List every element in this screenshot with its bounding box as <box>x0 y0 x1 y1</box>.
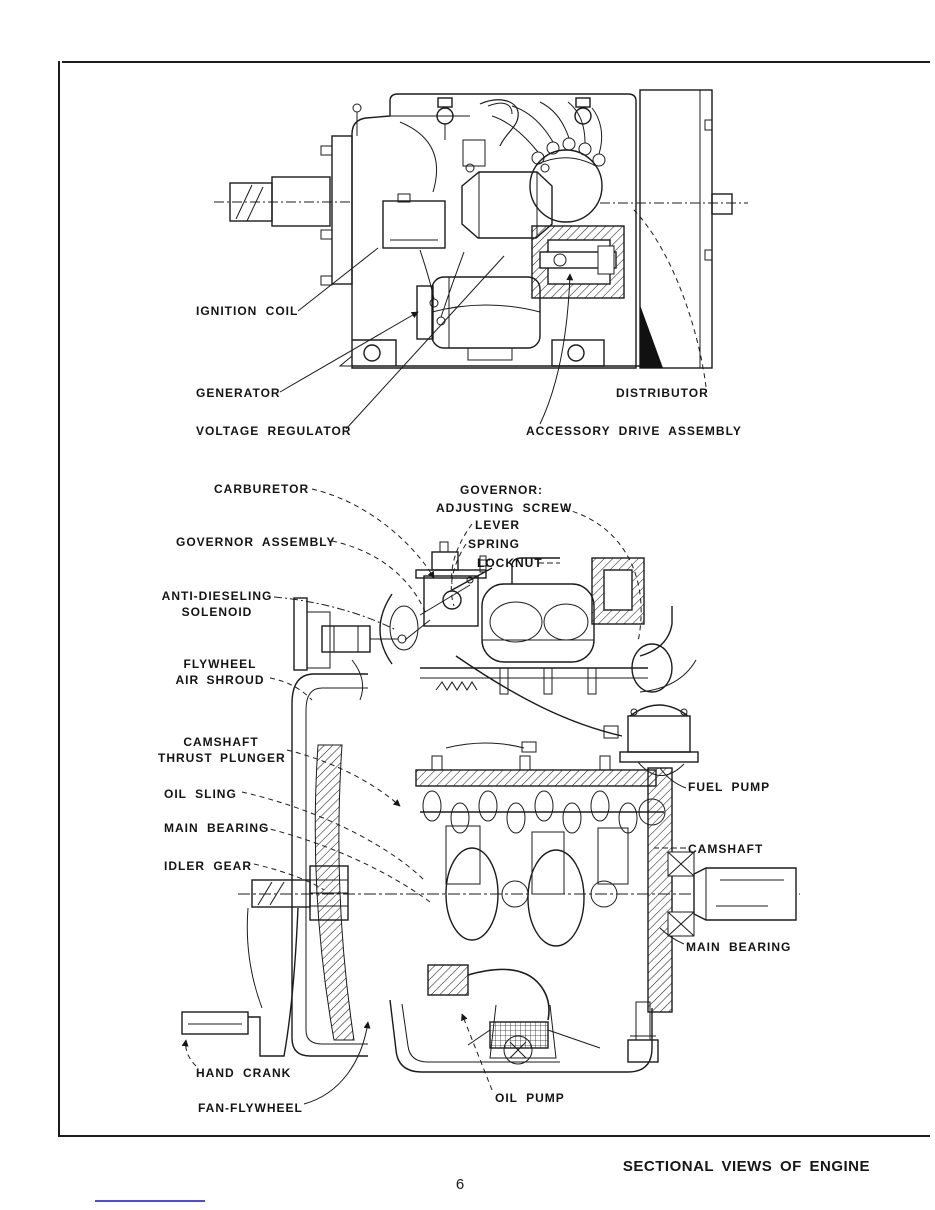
label-governor-heading: GOVERNOR: <box>460 483 544 497</box>
label-oil-pump: OIL PUMP <box>495 1091 565 1105</box>
label-anti-dieseling-line1: ANTI-DIESELING <box>161 589 273 603</box>
page-border-top <box>62 61 930 63</box>
label-anti-dieseling-solenoid: ANTI-DIESELING SOLENOID <box>158 588 276 620</box>
label-governor-adjusting-screw: ADJUSTING SCREW <box>436 501 573 515</box>
label-main-bearing-left: MAIN BEARING <box>164 821 270 835</box>
top-engine-view-art <box>214 89 748 430</box>
label-camshaft-thrust-line2: THRUST PLUNGER <box>158 751 286 765</box>
footer-accent-line <box>95 1200 205 1202</box>
bottom-engine-section-art <box>181 488 800 1105</box>
label-governor-assembly: GOVERNOR ASSEMBLY <box>176 535 336 549</box>
label-camshaft: CAMSHAFT <box>688 842 764 856</box>
label-main-bearing-right: MAIN BEARING <box>686 940 792 954</box>
label-flywheel-air-shroud: FLYWHEEL AIR SHROUD <box>170 656 270 688</box>
label-anti-dieseling-line2: SOLENOID <box>181 605 253 619</box>
label-fuel-pump: FUEL PUMP <box>688 780 771 794</box>
label-camshaft-thrust-plunger: CAMSHAFT THRUST PLUNGER <box>158 734 286 766</box>
label-ignition-coil: IGNITION COIL <box>196 304 299 318</box>
label-camshaft-thrust-line1: CAMSHAFT <box>183 735 259 749</box>
label-hand-crank: HAND CRANK <box>196 1066 292 1080</box>
label-voltage-regulator: VOLTAGE REGULATOR <box>196 424 352 438</box>
label-generator: GENERATOR <box>196 386 281 400</box>
label-idler-gear: IDLER GEAR <box>164 859 253 873</box>
label-oil-sling: OIL SLING <box>164 787 237 801</box>
label-distributor: DISTRIBUTOR <box>616 386 709 400</box>
label-carburetor: CARBURETOR <box>214 482 310 496</box>
label-fan-flywheel: FAN-FLYWHEEL <box>198 1101 303 1115</box>
label-flywheel-line2: AIR SHROUD <box>175 673 265 687</box>
label-accessory-drive-assembly: ACCESSORY DRIVE ASSEMBLY <box>526 424 742 438</box>
footer-section-title: SECTIONAL VIEWS OF ENGINE <box>622 1158 870 1175</box>
label-governor-spring: SPRING <box>468 537 521 551</box>
page-border-bottom <box>60 1135 930 1137</box>
label-governor-lever: LEVER <box>475 518 521 532</box>
page-number: 6 <box>455 1176 465 1193</box>
label-flywheel-line1: FLYWHEEL <box>183 657 257 671</box>
page-border-left <box>58 61 60 1137</box>
label-governor-locknut: LOCKNUT <box>477 556 543 570</box>
